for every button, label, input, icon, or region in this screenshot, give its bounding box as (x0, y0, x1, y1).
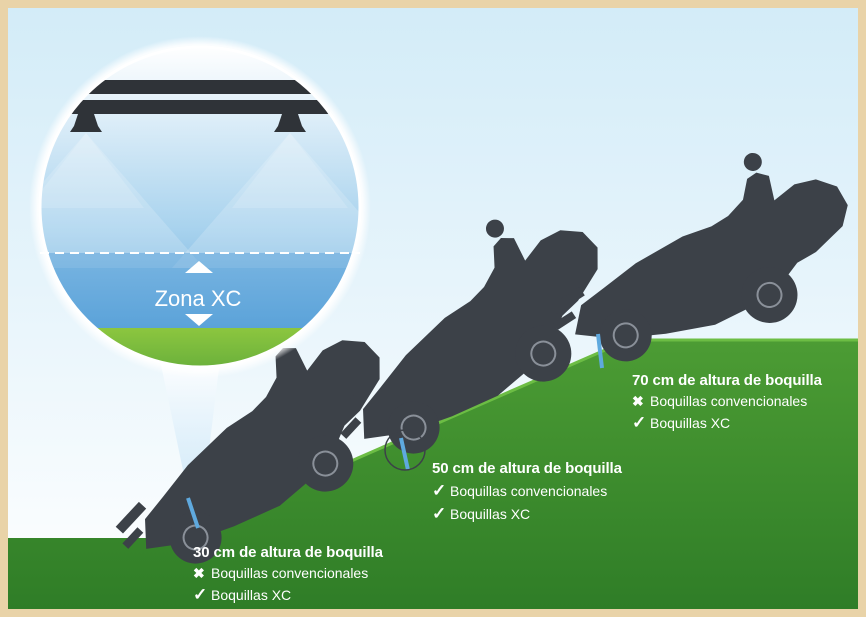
row-label: Boquillas convencionales (211, 565, 369, 581)
tractor-70cm (533, 140, 858, 371)
row-label: Boquillas XC (211, 586, 292, 603)
row-label: Boquillas convencionales (450, 482, 608, 499)
check-icon: ✓ (432, 481, 447, 500)
focus-ring (384, 429, 426, 471)
label-50cm-row-conventional: ✓ Boquillas convencionales (432, 482, 622, 499)
spray-30cm (186, 497, 200, 529)
x-mark-icon: ✖ (193, 565, 205, 581)
check-icon: ✓ (193, 585, 208, 604)
magnifier-inset (40, 47, 360, 367)
label-70cm: 70 cm de altura de boquilla ✖ Boquillas … (632, 373, 822, 431)
label-30cm-row-xc: ✓ Boquillas XC (193, 586, 383, 603)
row-label: Boquillas XC (450, 505, 531, 522)
label-30cm-row-conventional: ✖ Boquillas convencionales (193, 566, 383, 580)
check-icon: ✓ (632, 413, 647, 432)
check-icon: ✓ (432, 504, 447, 523)
label-70cm-title: 70 cm de altura de boquilla (632, 372, 822, 389)
arrow-up-icon (185, 261, 213, 273)
label-30cm-title: 30 cm de altura de boquilla (193, 544, 383, 561)
label-70cm-row-xc: ✓ Boquillas XC (632, 414, 822, 431)
row-label: Boquillas convencionales (650, 393, 808, 409)
tractor-50cm (287, 187, 644, 478)
magnifier-rim (38, 45, 362, 369)
xc-zone-label: Zona XC (154, 286, 242, 311)
label-70cm-row-conventional: ✖ Boquillas convencionales (632, 394, 822, 408)
arrow-down-icon (185, 314, 213, 326)
spray-50cm (399, 437, 410, 471)
tractor-30cm (69, 297, 426, 588)
spray-70cm (596, 333, 604, 369)
label-50cm: 50 cm de altura de boquilla ✓ Boquillas … (432, 461, 622, 522)
label-50cm-row-xc: ✓ Boquillas XC (432, 505, 622, 522)
label-50cm-title: 50 cm de altura de boquilla (432, 460, 622, 477)
diagram-canvas (8, 36, 858, 609)
illustration-panel: Zona XC 30 cm de altura de boquilla ✖ Bo… (8, 8, 858, 609)
row-label: Boquillas XC (650, 414, 731, 431)
x-mark-icon: ✖ (632, 393, 644, 409)
label-30cm: 30 cm de altura de boquilla ✖ Boquillas … (193, 545, 383, 603)
